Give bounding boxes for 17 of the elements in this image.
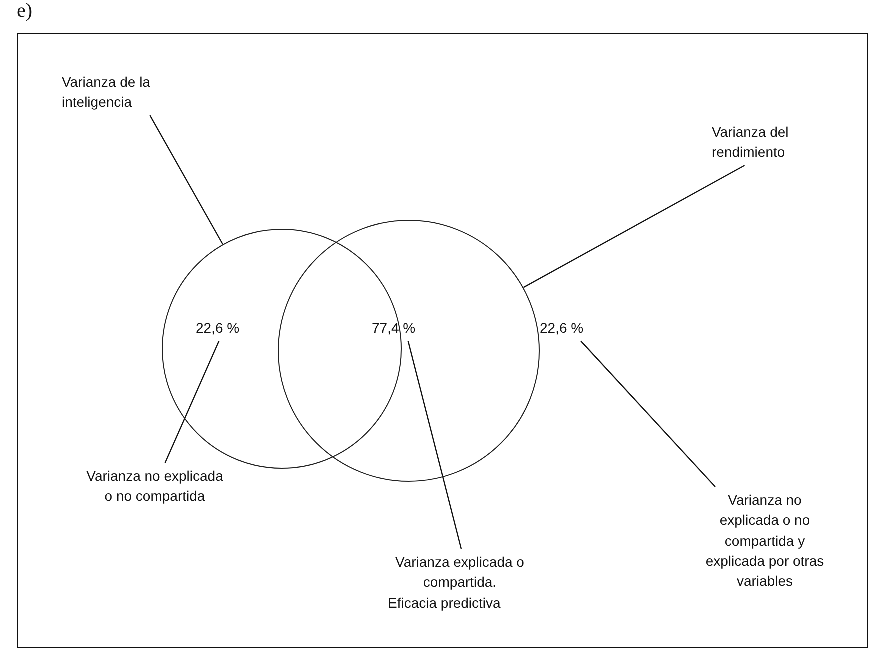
annotation-text: Eficacia predictiva	[387, 594, 502, 613]
annotation-text: Varianza no explicada o no compartida y explicada por otras variables	[700, 490, 830, 592]
leader-line	[150, 115, 224, 245]
venn-circle	[278, 220, 540, 482]
leader-line	[408, 341, 462, 550]
leader-line	[580, 340, 716, 488]
percentage-value: 22,6 %	[540, 318, 598, 338]
annotation-text: Varianza no explicada o no compartida	[85, 466, 225, 507]
annotation-text: Varianza del rendimiento	[712, 122, 862, 163]
annotation-text: Varianza explicada o compartida.	[394, 553, 526, 592]
percentage-value: 22,6 %	[196, 318, 254, 338]
leader-line	[523, 165, 746, 288]
leader-line	[164, 341, 220, 464]
panel-label: e)	[17, 0, 33, 23]
venn-circle	[162, 229, 402, 469]
annotation-text: Varianza de la inteligencia	[62, 72, 212, 113]
percentage-value: 77,4 %	[372, 318, 438, 338]
